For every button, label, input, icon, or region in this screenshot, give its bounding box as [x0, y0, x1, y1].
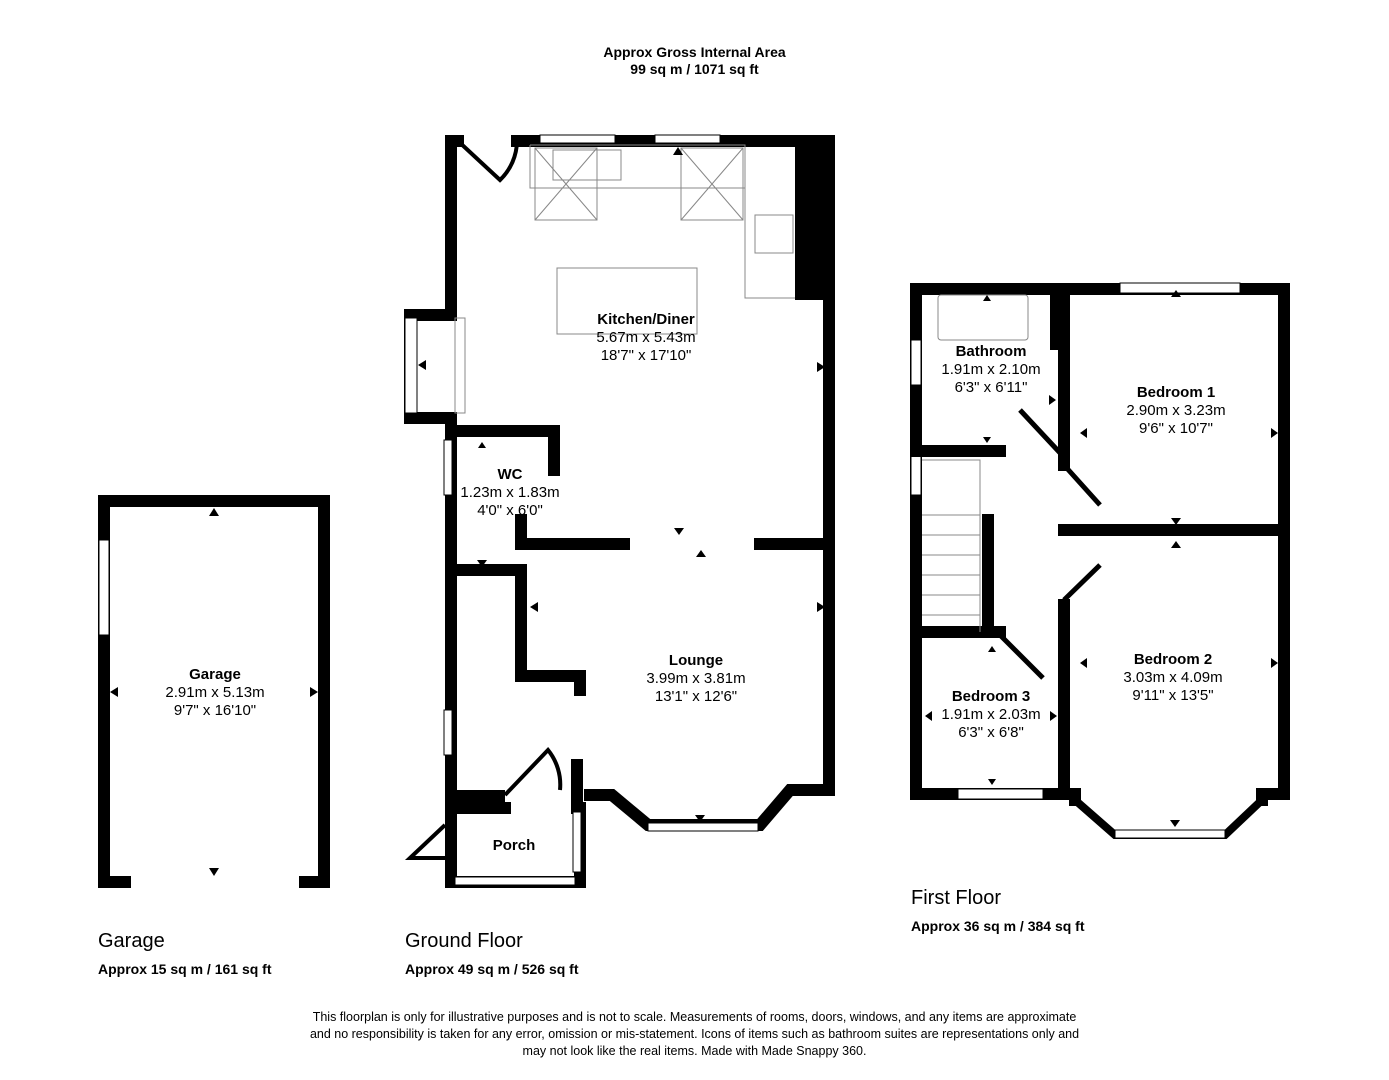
floor-area-garage: Approx 15 sq m / 161 sq ft: [98, 961, 272, 977]
floor-name-first: First Floor: [911, 887, 1001, 909]
header-title: Approx Gross Internal Area: [603, 44, 786, 60]
room-label-garage: Garage 2.91m x 5.13m 9'7" x 16'10": [165, 666, 264, 720]
room-imperial: 6'3" x 6'8": [958, 724, 1024, 741]
room-imperial: 9'11" x 13'5": [1132, 687, 1214, 704]
window: [404, 317, 418, 414]
first-floor-plan: [910, 282, 1290, 839]
room-name: Bedroom 2: [1133, 651, 1213, 668]
room-metric: 3.99m x 3.81m: [646, 670, 746, 687]
room-label-porch: Porch: [493, 837, 536, 855]
floor-name-ground: Ground Floor: [405, 930, 523, 952]
room-metric: 2.90m x 3.23m: [1126, 402, 1226, 419]
room-metric: 1.91m x 2.03m: [941, 706, 1041, 723]
room-imperial: 18'7" x 17'10": [600, 347, 692, 364]
floor-name-garage: Garage: [98, 930, 165, 952]
room-imperial: 13'1" x 12'6": [654, 688, 738, 705]
window: [98, 539, 110, 636]
gross-area-header: Approx Gross Internal Area 99 sq m / 107…: [0, 44, 1389, 78]
room-metric: 3.03m x 4.09m: [1123, 669, 1223, 686]
room-imperial: 6'3" x 6'11": [954, 379, 1028, 396]
room-name: Lounge: [668, 652, 724, 669]
room-metric: 1.91m x 2.10m: [941, 361, 1041, 378]
room-imperial: 9'6" x 10'7": [1139, 420, 1213, 437]
room-label-bedroom1: Bedroom 1 2.90m x 3.23m 9'6" x 10'7": [1126, 384, 1225, 438]
room-imperial: 4'0" x 6'0": [477, 502, 543, 519]
room-name: Bedroom 3: [951, 688, 1031, 705]
room-name: Kitchen/Diner: [597, 311, 695, 328]
header-area: 99 sq m / 1071 sq ft: [630, 61, 759, 77]
disclaimer-line: This floorplan is only for illustrative …: [312, 1010, 1077, 1024]
room-label-wc: WC 1.23m x 1.83m 4'0" x 6'0": [460, 466, 559, 520]
room-name: WC: [497, 466, 523, 483]
garage-plan: [98, 495, 330, 888]
dimension-arrows: [110, 147, 1278, 876]
disclaimer: This floorplan is only for illustrative …: [0, 1009, 1389, 1060]
floor-area-first: Approx 36 sq m / 384 sq ft: [911, 918, 1085, 934]
room-label-kitchen: Kitchen/Diner 5.67m x 5.43m 18'7" x 17'1…: [596, 311, 695, 365]
disclaimer-line: may not look like the real items. Made w…: [522, 1044, 867, 1058]
disclaimer-line: and no responsibility is taken for any e…: [309, 1027, 1080, 1041]
room-label-lounge: Lounge 3.99m x 3.81m 13'1" x 12'6": [646, 652, 745, 706]
room-metric: 5.67m x 5.43m: [596, 329, 696, 346]
room-imperial: 9'7" x 16'10": [173, 702, 257, 719]
room-label-bedroom3: Bedroom 3 1.91m x 2.03m 6'3" x 6'8": [941, 688, 1040, 742]
floor-area-ground: Approx 49 sq m / 526 sq ft: [405, 961, 579, 977]
room-name: Bathroom: [955, 343, 1027, 360]
room-name: Garage: [189, 666, 241, 683]
room-label-bedroom2: Bedroom 2 3.03m x 4.09m 9'11" x 13'5": [1123, 651, 1222, 705]
room-metric: 2.91m x 5.13m: [165, 684, 265, 701]
room-label-bathroom: Bathroom 1.91m x 2.10m 6'3" x 6'11": [941, 343, 1040, 397]
room-metric: 1.23m x 1.83m: [460, 484, 560, 501]
ground-floor-plan: [404, 134, 835, 888]
room-name: Bedroom 1: [1136, 384, 1216, 401]
room-name: Porch: [492, 837, 536, 854]
